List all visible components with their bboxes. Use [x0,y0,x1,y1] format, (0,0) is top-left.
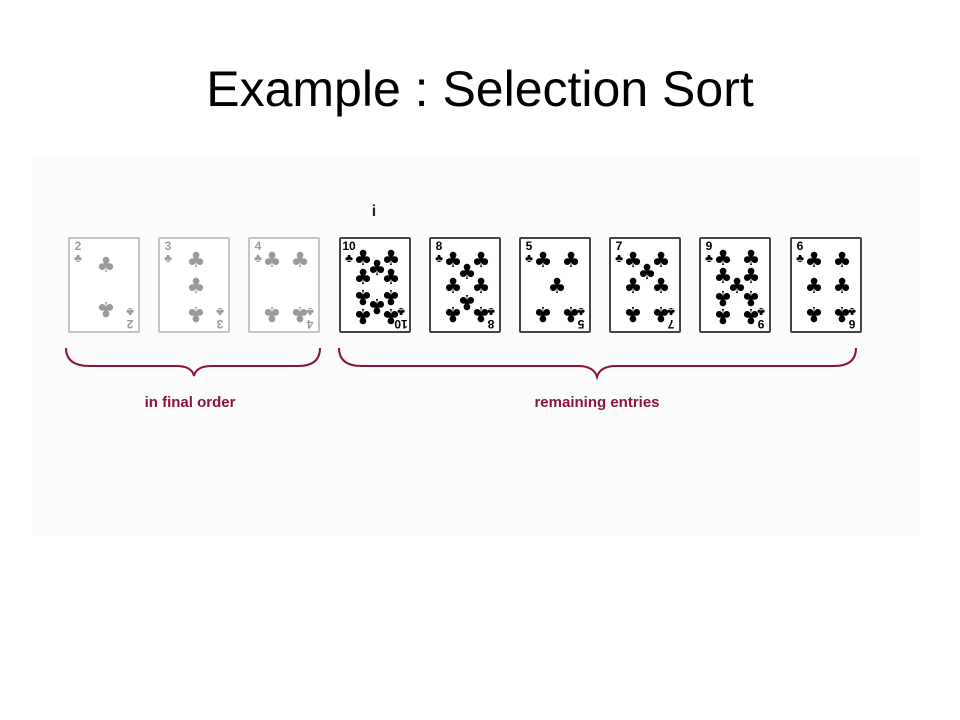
card-rank: 5 [525,239,533,253]
club-icon: ♣ [381,246,401,270]
club-icon: ♣ [290,248,310,272]
club-icon: ♣ [525,251,533,265]
slide-title: Example : Selection Sort [206,61,754,117]
card-rank: 2 [74,239,82,253]
club-icon: ♣ [254,251,262,265]
club-icon: ♣ [804,274,824,298]
club-icon: ♣ [533,248,553,272]
club-icon: ♣ [547,274,567,298]
club-icon: ♣ [796,251,804,265]
club-icon: ♣ [832,274,852,298]
club-icon: ♣ [96,253,116,277]
card-rank: 4 [254,239,262,253]
club-icon: ♣ [651,248,671,272]
club-icon: ♣ [623,248,643,272]
card-corner-tl: 10♣ [342,239,356,265]
card-3-of-clubs: 3♣3♣♣♣♣ [158,237,230,333]
club-icon: ♣ [832,248,852,272]
brace-remaining-entries [338,347,857,381]
club-icon: ♣ [741,264,761,288]
club-icon: ♣ [435,251,443,265]
club-icon: ♣ [186,248,206,272]
club-icon: ♣ [561,248,581,272]
club-icon: ♣ [471,274,491,298]
card-corner-tl: 5♣ [522,239,536,265]
club-icon: ♣ [713,264,733,288]
card-rank: 8 [435,239,443,253]
club-icon: ♣ [741,246,761,270]
club-icon: ♣ [262,248,282,272]
card-corner-tl: 7♣ [612,239,626,265]
card-rank: 3 [164,239,172,253]
pointer-i-label: i [371,203,377,220]
club-icon: ♣ [381,265,401,289]
club-icon: ♣ [651,274,671,298]
club-icon: ♣ [457,260,477,284]
club-icon: ♣ [804,248,824,272]
club-icon: ♣ [705,251,713,265]
card-corner-tl: 2♣ [71,239,85,265]
card-7-of-clubs: 7♣7♣♣♣♣♣♣♣♣ [609,237,681,333]
card-rank: 10 [342,239,356,253]
diagram-panel [32,158,920,536]
card-corner-tl: 6♣ [793,239,807,265]
card-rank: 6 [796,239,804,253]
card-2-of-clubs: 2♣2♣♣♣ [68,237,140,333]
card-rank: 7 [615,239,623,253]
card-8-of-clubs: 8♣8♣♣♣♣♣♣♣♣♣ [429,237,501,333]
card-corner-tl: 9♣ [702,239,716,265]
club-icon: ♣ [74,251,82,265]
club-icon: ♣ [353,246,373,270]
club-icon: ♣ [443,248,463,272]
card-corner-tl: 8♣ [432,239,446,265]
club-icon: ♣ [615,251,623,265]
brace-in-final-order [65,347,321,377]
club-icon: ♣ [713,246,733,270]
club-icon: ♣ [164,251,172,265]
card-4-of-clubs: 4♣4♣♣♣♣♣ [248,237,320,333]
club-icon: ♣ [186,274,206,298]
card-6-of-clubs: 6♣6♣♣♣♣♣♣♣ [790,237,862,333]
card-corner-tl: 3♣ [161,239,175,265]
club-icon: ♣ [353,265,373,289]
label-remaining-entries: remaining entries [534,394,660,411]
club-icon: ♣ [471,248,491,272]
card-corner-tl: 4♣ [251,239,265,265]
card-9-of-clubs: 9♣9♣♣♣♣♣♣♣♣♣♣ [699,237,771,333]
label-in-final-order: in final order [144,394,236,411]
club-icon: ♣ [443,274,463,298]
club-icon: ♣ [367,256,387,280]
club-icon: ♣ [637,260,657,284]
club-icon: ♣ [623,274,643,298]
card-10-of-clubs: 10♣10♣♣♣♣♣♣♣♣♣♣♣ [339,237,411,333]
club-icon: ♣ [727,274,747,298]
club-icon: ♣ [345,251,353,265]
card-rank: 9 [705,239,713,253]
card-5-of-clubs: 5♣5♣♣♣♣♣♣ [519,237,591,333]
